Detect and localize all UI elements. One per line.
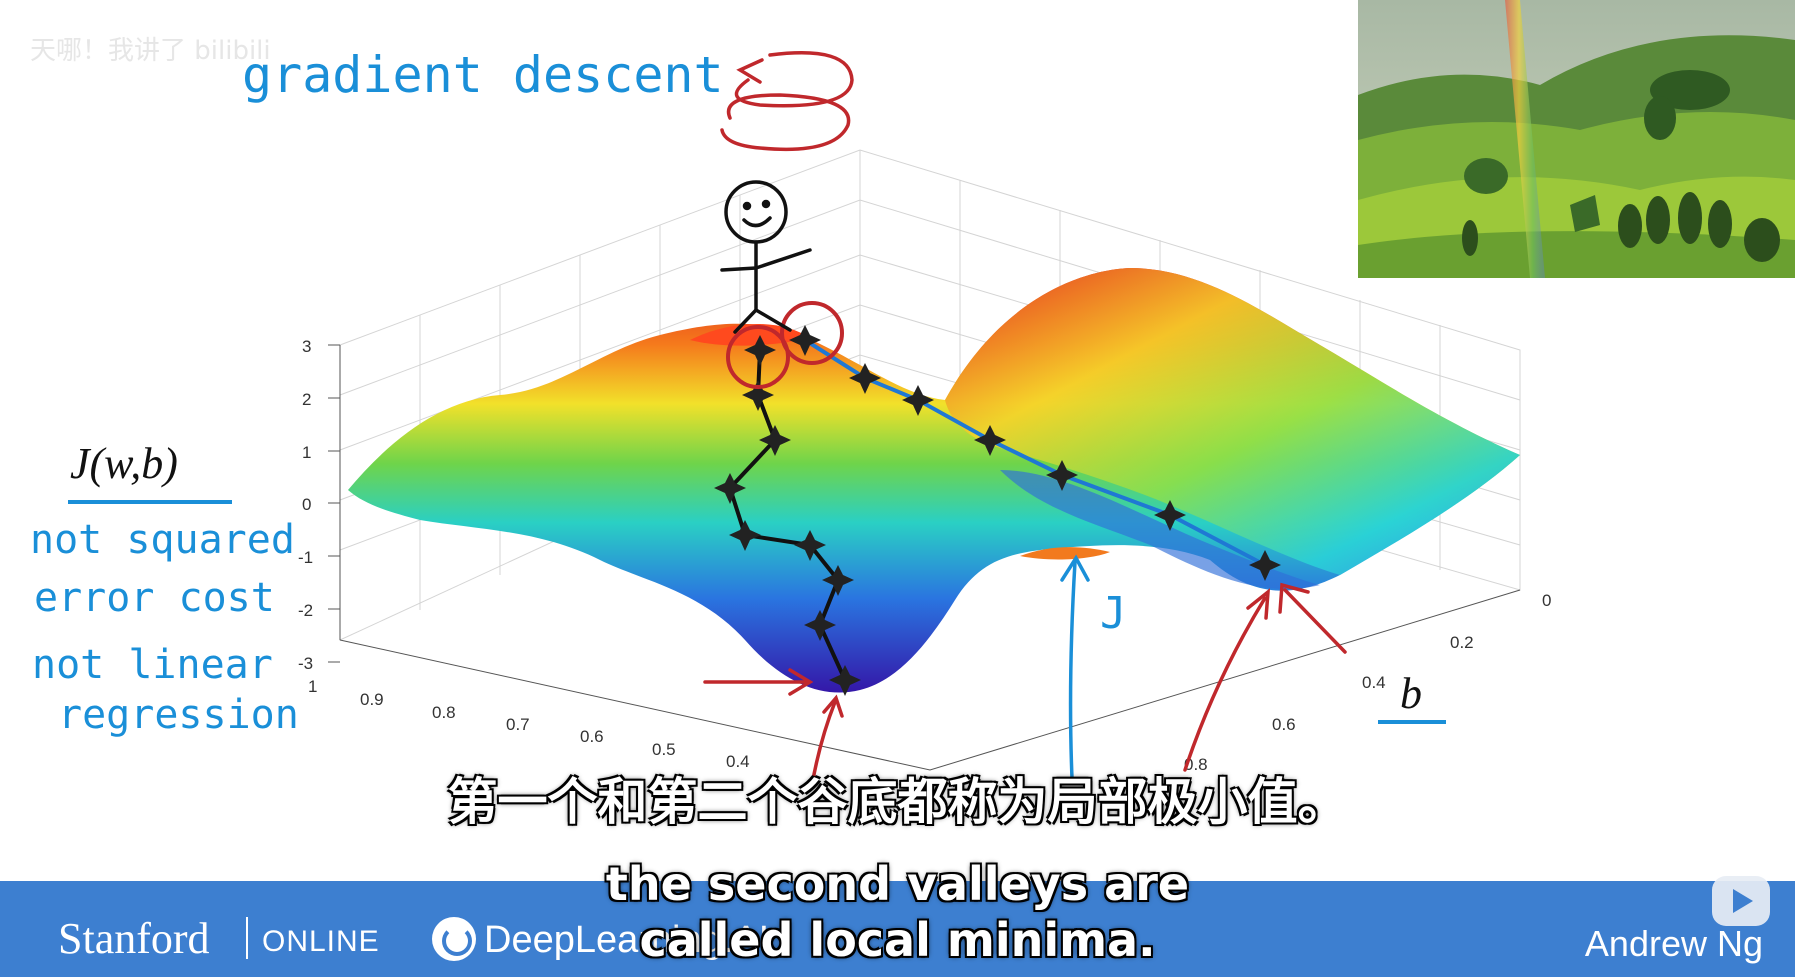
b-tick: 0.6 bbox=[1272, 715, 1296, 734]
subtitle-english-line-1: the second valleys are bbox=[605, 857, 1190, 911]
step-markers bbox=[714, 325, 1281, 696]
landscape-thumbnail bbox=[1358, 0, 1795, 279]
w-tick: 0.9 bbox=[360, 690, 384, 709]
w-tick: 0.4 bbox=[726, 752, 750, 771]
z-tick: 1 bbox=[302, 443, 311, 462]
footer-bar: Stanford ONLINE DeepLearning.AI Andrew N… bbox=[0, 881, 1795, 977]
dizzy-spiral bbox=[720, 51, 854, 152]
z-tick: 2 bbox=[302, 390, 311, 409]
z-tick: 3 bbox=[302, 337, 311, 356]
w-axis-ticks: 1 0.9 0.8 0.7 0.6 0.5 0.4 bbox=[308, 677, 750, 771]
note-regression: regression bbox=[58, 692, 299, 738]
instructor-name: Andrew Ng bbox=[1584, 923, 1763, 964]
z-axis-ticks: 3 2 1 0 -1 -2 -3 bbox=[298, 337, 340, 673]
b-axis-label: b bbox=[1400, 669, 1422, 718]
w-tick: 0.7 bbox=[506, 715, 530, 734]
w-tick: 0.5 bbox=[652, 740, 676, 759]
deeplearning-logo-icon bbox=[432, 917, 476, 961]
gradient-descent-title: gradient descent bbox=[242, 46, 724, 104]
stick-figure-icon bbox=[720, 180, 812, 334]
j-arrow bbox=[1060, 554, 1090, 780]
z-tick: -3 bbox=[298, 654, 313, 673]
b-tick: 0.4 bbox=[1362, 673, 1386, 692]
cost-function-label: J(w,b) bbox=[70, 439, 178, 488]
note-error-cost: error cost bbox=[34, 575, 275, 621]
subtitle-chinese: 第一个和第二个谷底都称为局部极小值。 bbox=[447, 773, 1348, 831]
z-tick: -2 bbox=[298, 601, 313, 620]
b-tick: 0 bbox=[1542, 591, 1551, 610]
play-icon[interactable] bbox=[1712, 876, 1770, 926]
start-point-circles bbox=[726, 301, 844, 389]
w-tick: 0.8 bbox=[432, 703, 456, 722]
w-tick: 0.6 bbox=[580, 727, 604, 746]
b-tick: 0.2 bbox=[1450, 633, 1474, 652]
b-axis-ticks: 0 0.2 0.4 0.6 0.8 bbox=[1184, 591, 1551, 774]
w-tick: 1 bbox=[308, 677, 317, 696]
watermark: 天哪！我讲了 bilibili bbox=[30, 36, 271, 66]
z-tick: 0 bbox=[302, 495, 311, 514]
surface-j-label: J bbox=[1100, 588, 1127, 639]
deeplearning-logo-text: DeepLearning.AI bbox=[484, 919, 770, 961]
brand-divider bbox=[246, 917, 248, 959]
note-not-squared: not squared bbox=[30, 517, 295, 563]
online-logo-text: ONLINE bbox=[262, 925, 380, 958]
note-not-linear: not linear bbox=[32, 642, 273, 688]
cost-surface bbox=[348, 268, 1520, 693]
subtitle-english-line-2: called local minima. bbox=[639, 913, 1156, 967]
minima-arrows bbox=[703, 582, 1347, 787]
stanford-logo-text: Stanford bbox=[58, 914, 210, 963]
z-tick: -1 bbox=[298, 548, 313, 567]
